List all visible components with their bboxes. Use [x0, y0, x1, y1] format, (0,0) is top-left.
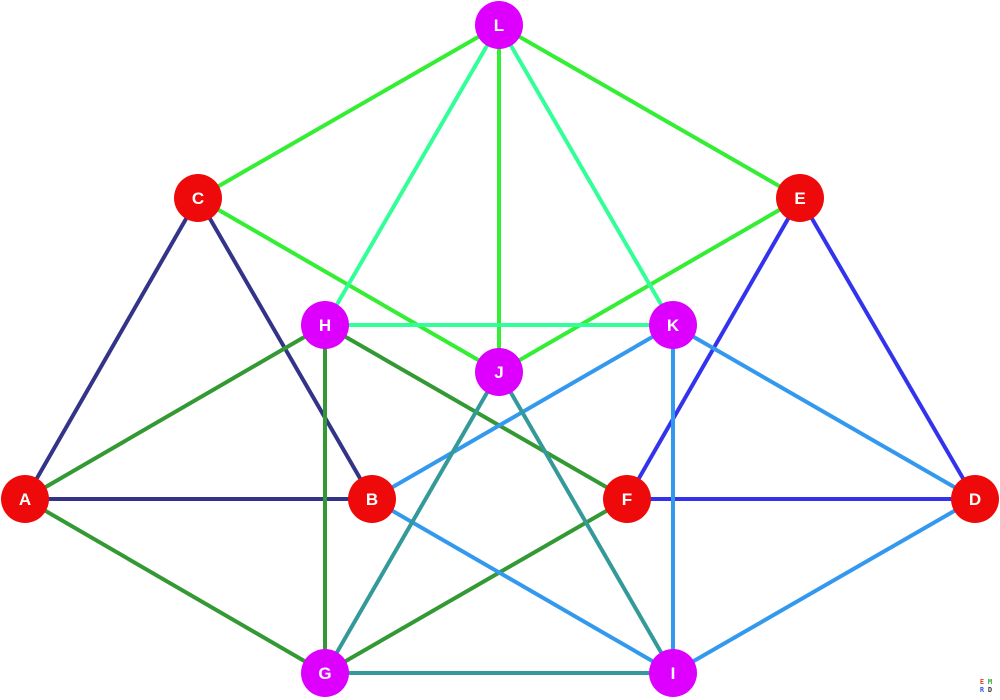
node-label: F	[622, 490, 632, 509]
node-circle	[174, 174, 222, 222]
edge-k-d	[672, 323, 976, 501]
node-circle	[1, 475, 49, 523]
node-circle	[301, 649, 349, 697]
edge-e-d	[798, 196, 977, 501]
edge-j-i	[497, 370, 675, 675]
node-a: A	[1, 475, 49, 523]
node-label: D	[969, 490, 981, 509]
logo-letter: M	[987, 678, 993, 686]
node-label: C	[192, 189, 204, 208]
node-circle	[301, 301, 349, 349]
edge-l-c	[197, 23, 500, 200]
node-circle	[475, 348, 523, 396]
node-label: B	[366, 490, 378, 509]
edge-c-a	[23, 197, 200, 500]
node-label: G	[318, 664, 331, 683]
edge-a-g	[23, 497, 327, 675]
edges-layer	[23, 23, 977, 675]
node-h: H	[301, 301, 349, 349]
node-label: J	[494, 363, 503, 382]
edge-f-g	[324, 497, 628, 675]
node-l: L	[475, 1, 523, 49]
edge-l-e	[498, 23, 801, 200]
node-circle	[776, 174, 824, 222]
node-label: H	[319, 316, 331, 335]
node-label: A	[19, 490, 31, 509]
node-circle	[649, 301, 697, 349]
node-f: F	[603, 475, 651, 523]
node-b: B	[348, 475, 396, 523]
node-label: K	[667, 316, 680, 335]
node-circle	[475, 1, 523, 49]
node-d: D	[951, 475, 999, 523]
logo-letter: D	[987, 686, 993, 694]
edge-l-k	[497, 23, 675, 327]
logo-letter: R	[979, 686, 985, 694]
logo-icon: E M R D	[978, 678, 994, 694]
node-circle	[603, 475, 651, 523]
node-k: K	[649, 301, 697, 349]
node-label: I	[671, 664, 676, 683]
edge-h-a	[23, 323, 327, 501]
node-label: E	[794, 189, 805, 208]
node-label: L	[494, 16, 504, 35]
logo-letter: E	[979, 678, 985, 686]
node-g: G	[301, 649, 349, 697]
edge-l-h	[323, 23, 501, 327]
edge-j-g	[323, 370, 501, 675]
node-j: J	[475, 348, 523, 396]
node-e: E	[776, 174, 824, 222]
edge-b-i	[370, 497, 675, 675]
node-circle	[649, 649, 697, 697]
node-circle	[348, 475, 396, 523]
edge-d-i	[672, 497, 976, 675]
node-i: I	[649, 649, 697, 697]
node-circle	[951, 475, 999, 523]
node-c: C	[174, 174, 222, 222]
